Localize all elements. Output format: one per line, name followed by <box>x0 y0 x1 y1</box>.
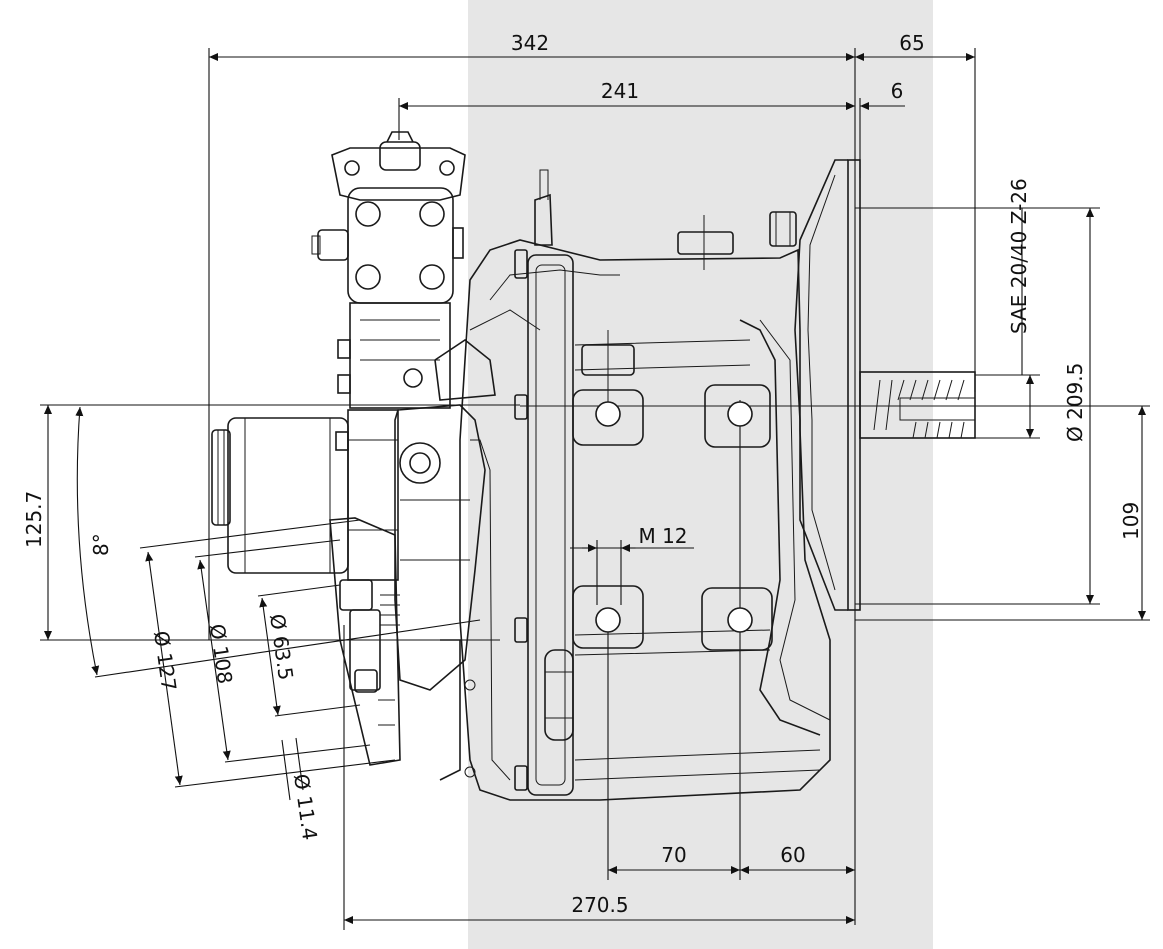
dim-pump-to-flange: 241 <box>601 79 639 103</box>
dim-spline-spec: SAE 20/40 Z-26 <box>1007 178 1031 334</box>
dim-thread: M 12 <box>638 524 687 548</box>
dim-shaft-extension: 65 <box>899 31 924 55</box>
top-pump <box>311 131 466 409</box>
dim-body-length: 270.5 <box>571 893 628 917</box>
dim-overall-length: 342 <box>511 31 549 55</box>
dim-mount-spacing-a: 70 <box>661 843 686 867</box>
gearbox-housing <box>459 169 831 801</box>
side-pump <box>211 409 399 581</box>
background-band <box>468 0 933 949</box>
dim-angle: 8° <box>89 533 113 556</box>
dim-bell-outer-diameter: Ø 127 <box>149 629 181 692</box>
dimension-lines <box>40 48 1150 930</box>
dim-input-height: 125.7 <box>22 491 46 548</box>
dim-pilot-diameter: Ø 63.5 <box>265 612 298 681</box>
dim-flange-thickness: 6 <box>891 79 904 103</box>
dimension-labels: 342 65 241 6 SAE 20/40 Z-26 Ø 209.5 109 … <box>22 31 1143 917</box>
dim-bell-pcd: Ø 108 <box>205 622 237 685</box>
dim-hole-diameter: Ø 11.4 <box>289 772 322 841</box>
bell-housing <box>329 517 401 766</box>
dim-flange-diameter: Ø 209.5 <box>1063 363 1087 442</box>
output-shaft <box>859 371 976 439</box>
dim-mount-spacing-b: 60 <box>780 843 805 867</box>
dim-shaft-offset: 109 <box>1119 502 1143 540</box>
